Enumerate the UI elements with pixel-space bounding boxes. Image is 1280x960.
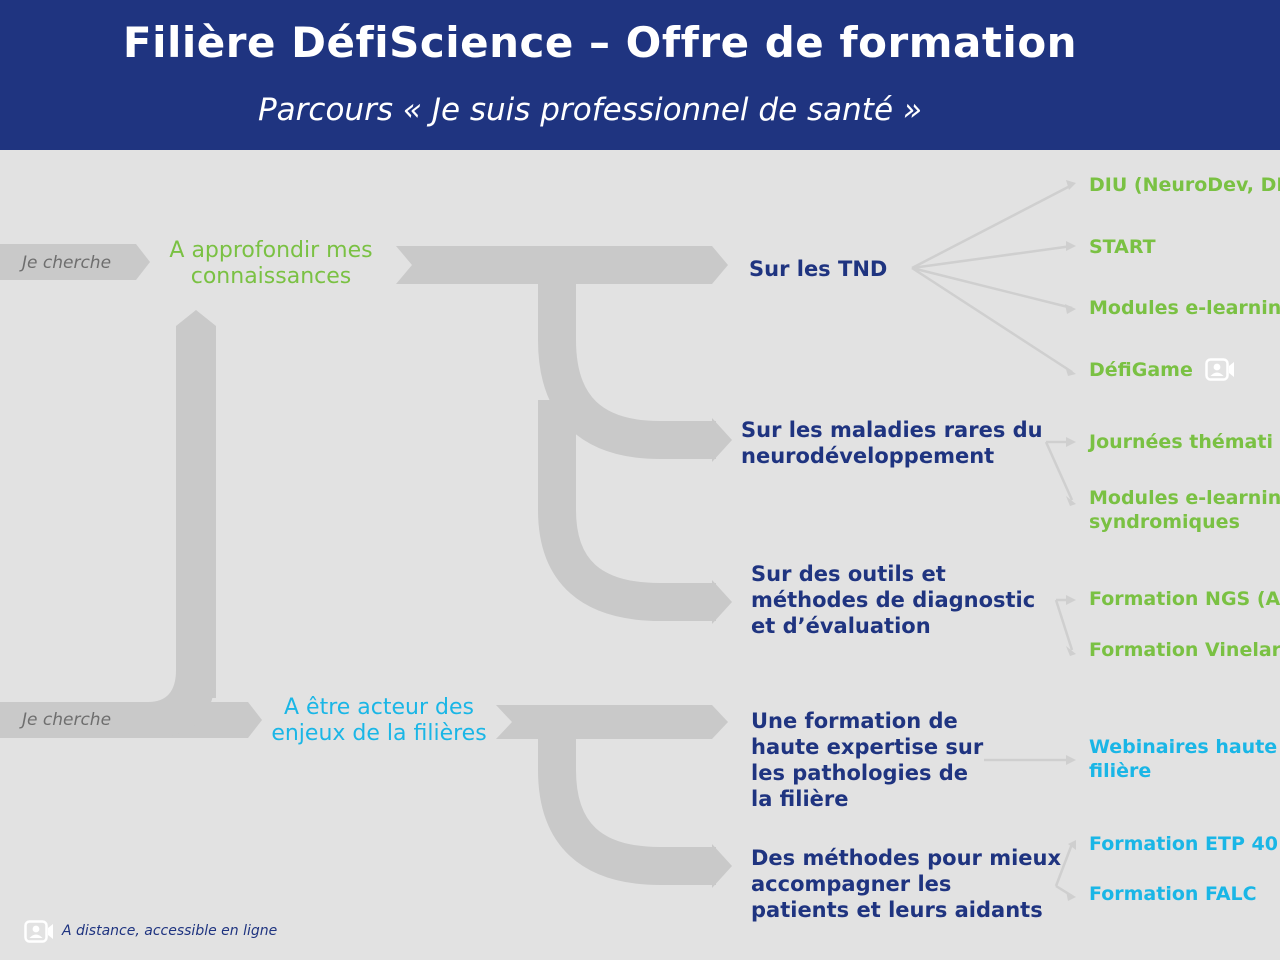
topic-line: Sur les maladies rares du <box>741 418 1043 442</box>
offer-line: filière <box>1089 760 1152 782</box>
arrow-branch-maladies <box>538 284 716 459</box>
offer-journees-thematiques[interactable]: Journées thémati <box>1089 431 1273 453</box>
arrow-branch-methodes <box>538 739 716 885</box>
topic-line: la filière <box>751 787 849 811</box>
page-title: Filière DéfiScience – Offre de formation <box>122 18 1078 67</box>
offer-line: Webinaires haute <box>1089 736 1278 758</box>
topic-line: neurodéveloppement <box>741 444 995 468</box>
goal-deepen-knowledge[interactable]: A approfondir mes connaissances <box>166 238 376 290</box>
offer-formation-ngs[interactable]: Formation NGS (A <box>1089 588 1280 610</box>
arrow-goal-2 <box>496 705 728 739</box>
goal-line: A approfondir mes <box>169 238 373 263</box>
goal-acteur-enjeux[interactable]: A être acteur des enjeux de la filières <box>268 695 490 747</box>
topic-outils-diagnostic[interactable]: Sur des outils et méthodes de diagnostic… <box>751 561 1035 639</box>
topic-line: accompagner les <box>751 872 952 896</box>
arrow-prompt-1 <box>0 244 150 280</box>
offer-start[interactable]: START <box>1089 236 1156 258</box>
topic-line: Une formation de <box>751 709 958 733</box>
topic-maladies-rares[interactable]: Sur les maladies rares du neurodéveloppe… <box>741 417 1043 469</box>
arrow-join-curve <box>140 670 216 738</box>
offer-formation-etp[interactable]: Formation ETP 40 <box>1089 833 1278 855</box>
topic-line: les pathologies de <box>751 761 969 785</box>
offer-modules-elearning-tnd[interactable]: Modules e-learnin <box>1089 297 1280 319</box>
topic-tnd[interactable]: Sur les TND <box>749 257 888 281</box>
topic-line: méthodes de diagnostic <box>751 588 1036 612</box>
offer-diu[interactable]: DIU (NeuroDev, DI, <box>1089 174 1280 196</box>
offer-formation-falc[interactable]: Formation FALC <box>1089 883 1257 905</box>
offer-line: syndromiques <box>1089 511 1240 533</box>
flow-arrows <box>0 180 1076 901</box>
arrow-branch-outils <box>538 400 716 621</box>
offer-defigame[interactable]: DéfiGame <box>1089 359 1193 381</box>
page-subtitle: Parcours « Je suis professionnel de sant… <box>257 92 923 128</box>
offer-formation-vineland[interactable]: Formation Vinelar <box>1089 639 1280 661</box>
topic-line: haute expertise sur <box>751 735 984 759</box>
arrow-head-outils <box>712 580 732 624</box>
topic-line: patients et leurs aidants <box>751 898 1043 922</box>
arrow-vertical-up <box>176 310 216 698</box>
arrow-goal-1 <box>396 246 728 284</box>
topic-line: Des méthodes pour mieux <box>751 846 1062 870</box>
goal-line: enjeux de la filières <box>271 721 487 746</box>
arrow-head-methodes <box>712 844 732 888</box>
offer-webinaires[interactable]: Webinaires haute filière <box>1089 735 1277 783</box>
header-banner: Filière DéfiScience – Offre de formation… <box>0 0 1280 150</box>
offer-line: Modules e-learnin <box>1089 487 1280 509</box>
offer-modules-elearning-syndromiques[interactable]: Modules e-learnin syndromiques <box>1089 486 1280 534</box>
topic-line: Sur des outils et <box>751 562 946 586</box>
topic-line: et d’évaluation <box>751 614 931 638</box>
video-call-icon <box>1205 358 1234 381</box>
topic-methodes-accompagner[interactable]: Des méthodes pour mieux accompagner les … <box>751 845 1061 923</box>
goal-line: connaissances <box>190 264 352 289</box>
goal-line: A être acteur des <box>284 695 474 720</box>
legend-remote-text: A distance, accessible en ligne <box>62 923 278 939</box>
topic-haute-expertise[interactable]: Une formation de haute expertise sur les… <box>751 708 983 812</box>
prompt-label-1: Je cherche <box>22 253 112 273</box>
arrow-head-maladies <box>712 418 732 462</box>
video-call-icon <box>24 920 53 943</box>
prompt-label-2: Je cherche <box>22 710 112 730</box>
